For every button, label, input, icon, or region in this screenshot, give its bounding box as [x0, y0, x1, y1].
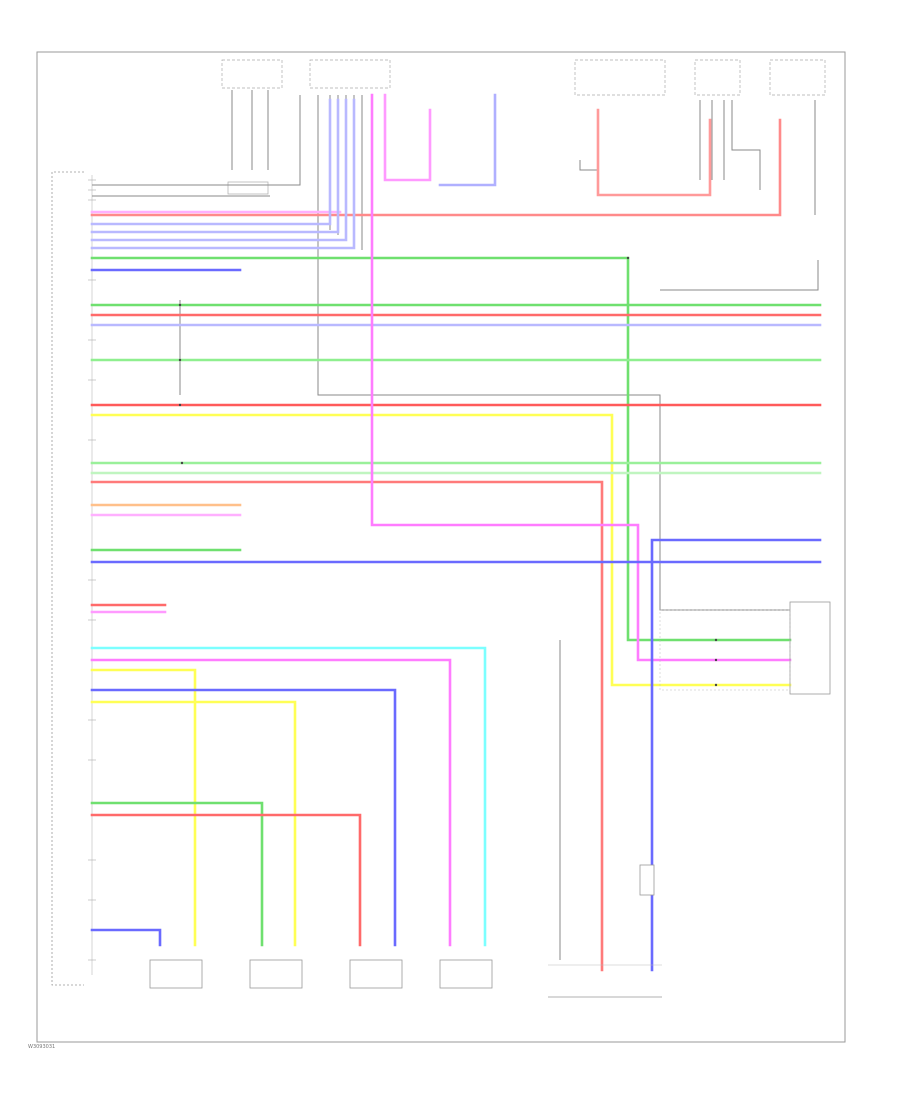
wire-green-803 — [90, 801, 264, 947]
wire-pink-vert-long — [370, 93, 792, 662]
wire-red-815 — [90, 813, 362, 947]
wire-blue-690 — [90, 688, 397, 947]
sensor-box-2 — [249, 959, 303, 989]
sensor-box-1 — [149, 959, 203, 989]
wire-purple-vert — [438, 93, 497, 187]
wire-purple-c — [90, 98, 348, 242]
wire-yellow-702 — [90, 700, 297, 947]
diagram-frame — [36, 51, 846, 1043]
bottom-sensors — [149, 864, 662, 998]
sensor-box-4 — [439, 959, 493, 989]
colored-wires — [90, 93, 822, 972]
wire-blue-930 — [90, 928, 162, 947]
right-module — [659, 601, 831, 695]
sensor-box-3 — [349, 959, 403, 989]
wire-cyan-648 — [90, 646, 487, 947]
gray-vertical-wires — [92, 90, 819, 960]
wire-red-upper-right — [596, 108, 712, 197]
wire-pink-top-vert — [383, 93, 432, 182]
control-module-block — [51, 171, 93, 986]
wire-yellow-670 — [90, 668, 197, 947]
wire-green-258 — [90, 256, 792, 642]
wire-purple-b — [90, 98, 340, 234]
junction-dots — [178, 256, 718, 687]
wire-yellow-415 — [90, 413, 792, 687]
small-component — [639, 864, 655, 896]
wire-red-top-long — [90, 118, 782, 217]
wire-purple-a — [90, 98, 332, 226]
wire-pink-660 — [90, 658, 452, 947]
wire-red-482 — [90, 480, 604, 972]
wire-blue-540 — [650, 538, 822, 972]
connector-pins — [88, 179, 96, 961]
top-components — [221, 59, 826, 195]
diagram-code: W3093031 — [28, 1044, 56, 1050]
wire-purple-d — [90, 98, 356, 250]
